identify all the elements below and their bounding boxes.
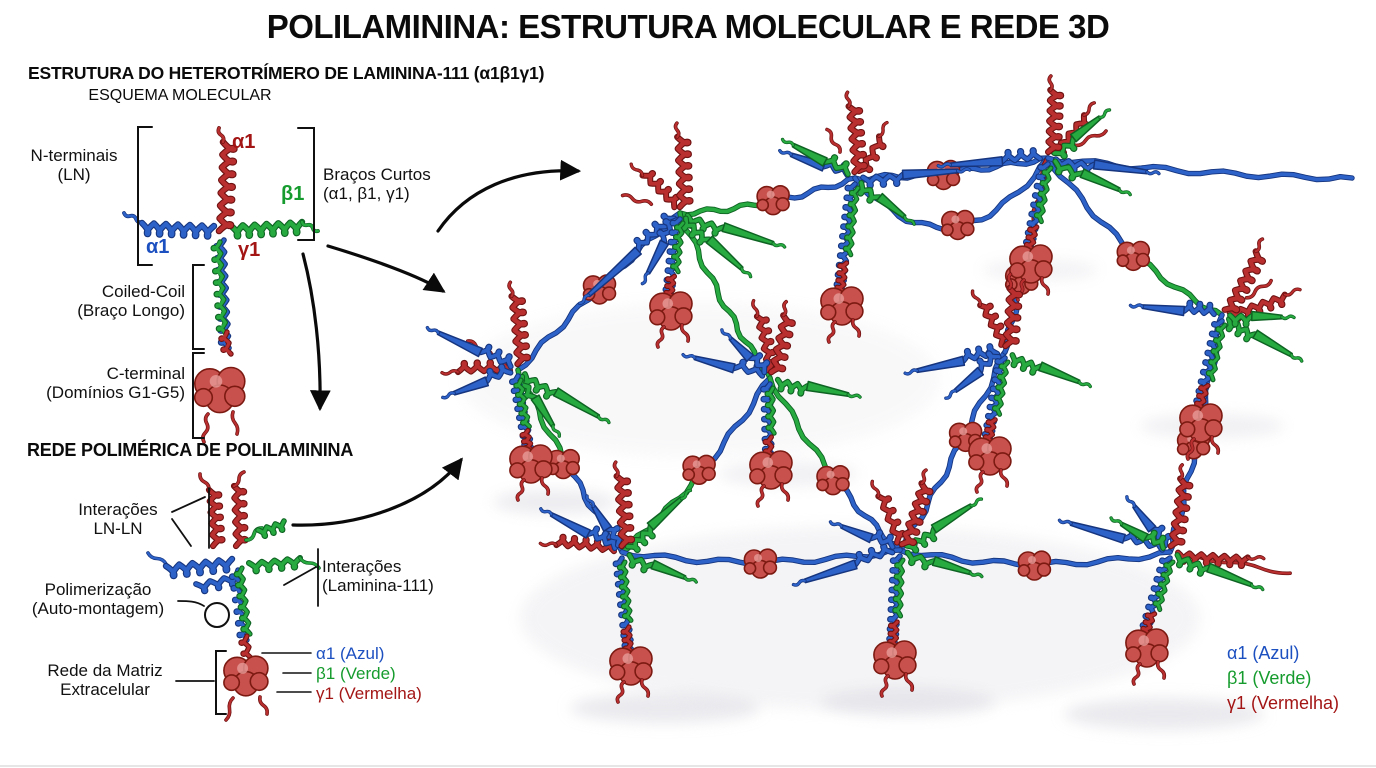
label-polimerizacao: Polimerização (Auto-montagem) [31,580,165,619]
legend-gamma1: γ1 (Vermelha) [316,684,422,703]
laminin-node [778,90,972,344]
laminin-node [1128,237,1304,461]
flow-arrow [291,457,463,527]
label-gamma1: γ1 [238,239,261,261]
legend-alpha1: α1 (Azul) [1227,643,1300,663]
flow-arrow [436,159,582,233]
label-rede-matriz: Rede da Matriz Extracelular [47,661,163,700]
section-subheading-esquema: ESQUEMA MOLECULAR [88,87,272,104]
flow-arrow [301,252,331,412]
section-heading-rede-polimerica: REDE POLIMÉRICA DE POLILAMININA [27,440,354,460]
legend-beta1: β1 (Verde) [1227,668,1312,688]
laminin-node [1057,463,1292,686]
laminin-node [681,299,862,508]
label-beta1: β1 [281,183,305,205]
laminin-node [791,468,984,698]
flow-arrow [326,244,446,293]
label-coiled-coil: Coiled-Coil (Braço Longo) [77,282,185,321]
laminin-node [425,280,611,502]
schematic-molecule [122,126,320,444]
label-interacoes-laminina: Interações (Laminina-111) [322,557,434,596]
page-title: POLILAMININA: ESTRUTURA MOLECULAR E REDE… [266,8,1110,45]
laminin-node [538,460,698,704]
legend-beta1: β1 (Verde) [316,664,396,683]
laminin-node [578,121,787,349]
label-n-terminais: N-terminais (LN) [30,146,118,185]
section-heading-heterotrimer: ESTRUTURA DO HETEROTRÍMERO DE LAMININA-1… [28,63,545,83]
label-alpha1-top: α1 [232,131,256,153]
self-assembly-circle [204,602,230,628]
legend-alpha1: α1 (Azul) [316,644,385,663]
polymer-molecule [146,470,321,722]
legend-gamma1: γ1 (Vermelha) [1227,693,1340,713]
chain-legend-right: α1 (Azul) β1 (Verde) γ1 (Vermelha) [1227,641,1339,716]
label-alpha1-left: α1 [146,236,170,258]
label-c-terminal: C-terminal (Domínios G1-G5) [46,364,185,403]
label-interacoes-ln: Interações LN-LN [78,500,158,539]
laminin-node [903,272,1092,494]
label-bracos-curtos: Braços Curtos (α1, β1, γ1) [323,165,431,204]
laminin-node [936,74,1161,302]
chain-legend-left: α1 (Azul) β1 (Verde) γ1 (Vermelha) [316,644,422,704]
